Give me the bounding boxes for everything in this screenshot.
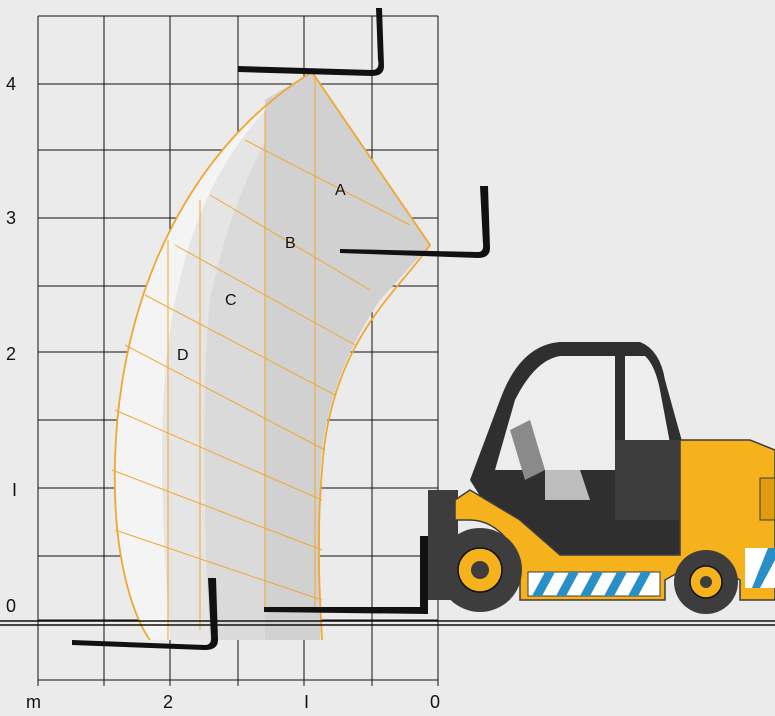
ground-line <box>0 620 775 626</box>
zone-b-region <box>204 72 312 640</box>
y-axis-ticks: 0 I 2 3 4 <box>6 74 17 616</box>
y-tick-label: I <box>12 480 17 500</box>
zone-label-b: B <box>285 235 296 252</box>
x-tick-label: I <box>304 692 309 712</box>
envelope-subdivision-lines <box>111 72 411 640</box>
fork-icon <box>238 8 384 76</box>
fork-icon <box>72 578 218 650</box>
zone-label-a: A <box>335 182 346 199</box>
zone-a-region <box>265 72 430 640</box>
zone-label-d: D <box>177 347 189 364</box>
x-axis-ticks: m 2 I 0 <box>26 692 440 712</box>
x-axis-unit: m <box>26 692 41 712</box>
fork-positions <box>72 8 490 650</box>
y-tick-label: 0 <box>6 596 16 616</box>
x-tick-label: 2 <box>163 692 173 712</box>
zone-label-c: C <box>225 292 237 309</box>
fork-icon <box>340 186 490 258</box>
lift-envelope: A B C D <box>111 71 432 641</box>
y-tick-label: 2 <box>6 344 16 364</box>
y-tick-label: 4 <box>6 74 16 94</box>
y-tick-label: 3 <box>6 208 16 228</box>
x-tick-label: 0 <box>430 692 440 712</box>
envelope-outline <box>113 71 432 641</box>
telehandler-machine-icon <box>264 342 775 614</box>
